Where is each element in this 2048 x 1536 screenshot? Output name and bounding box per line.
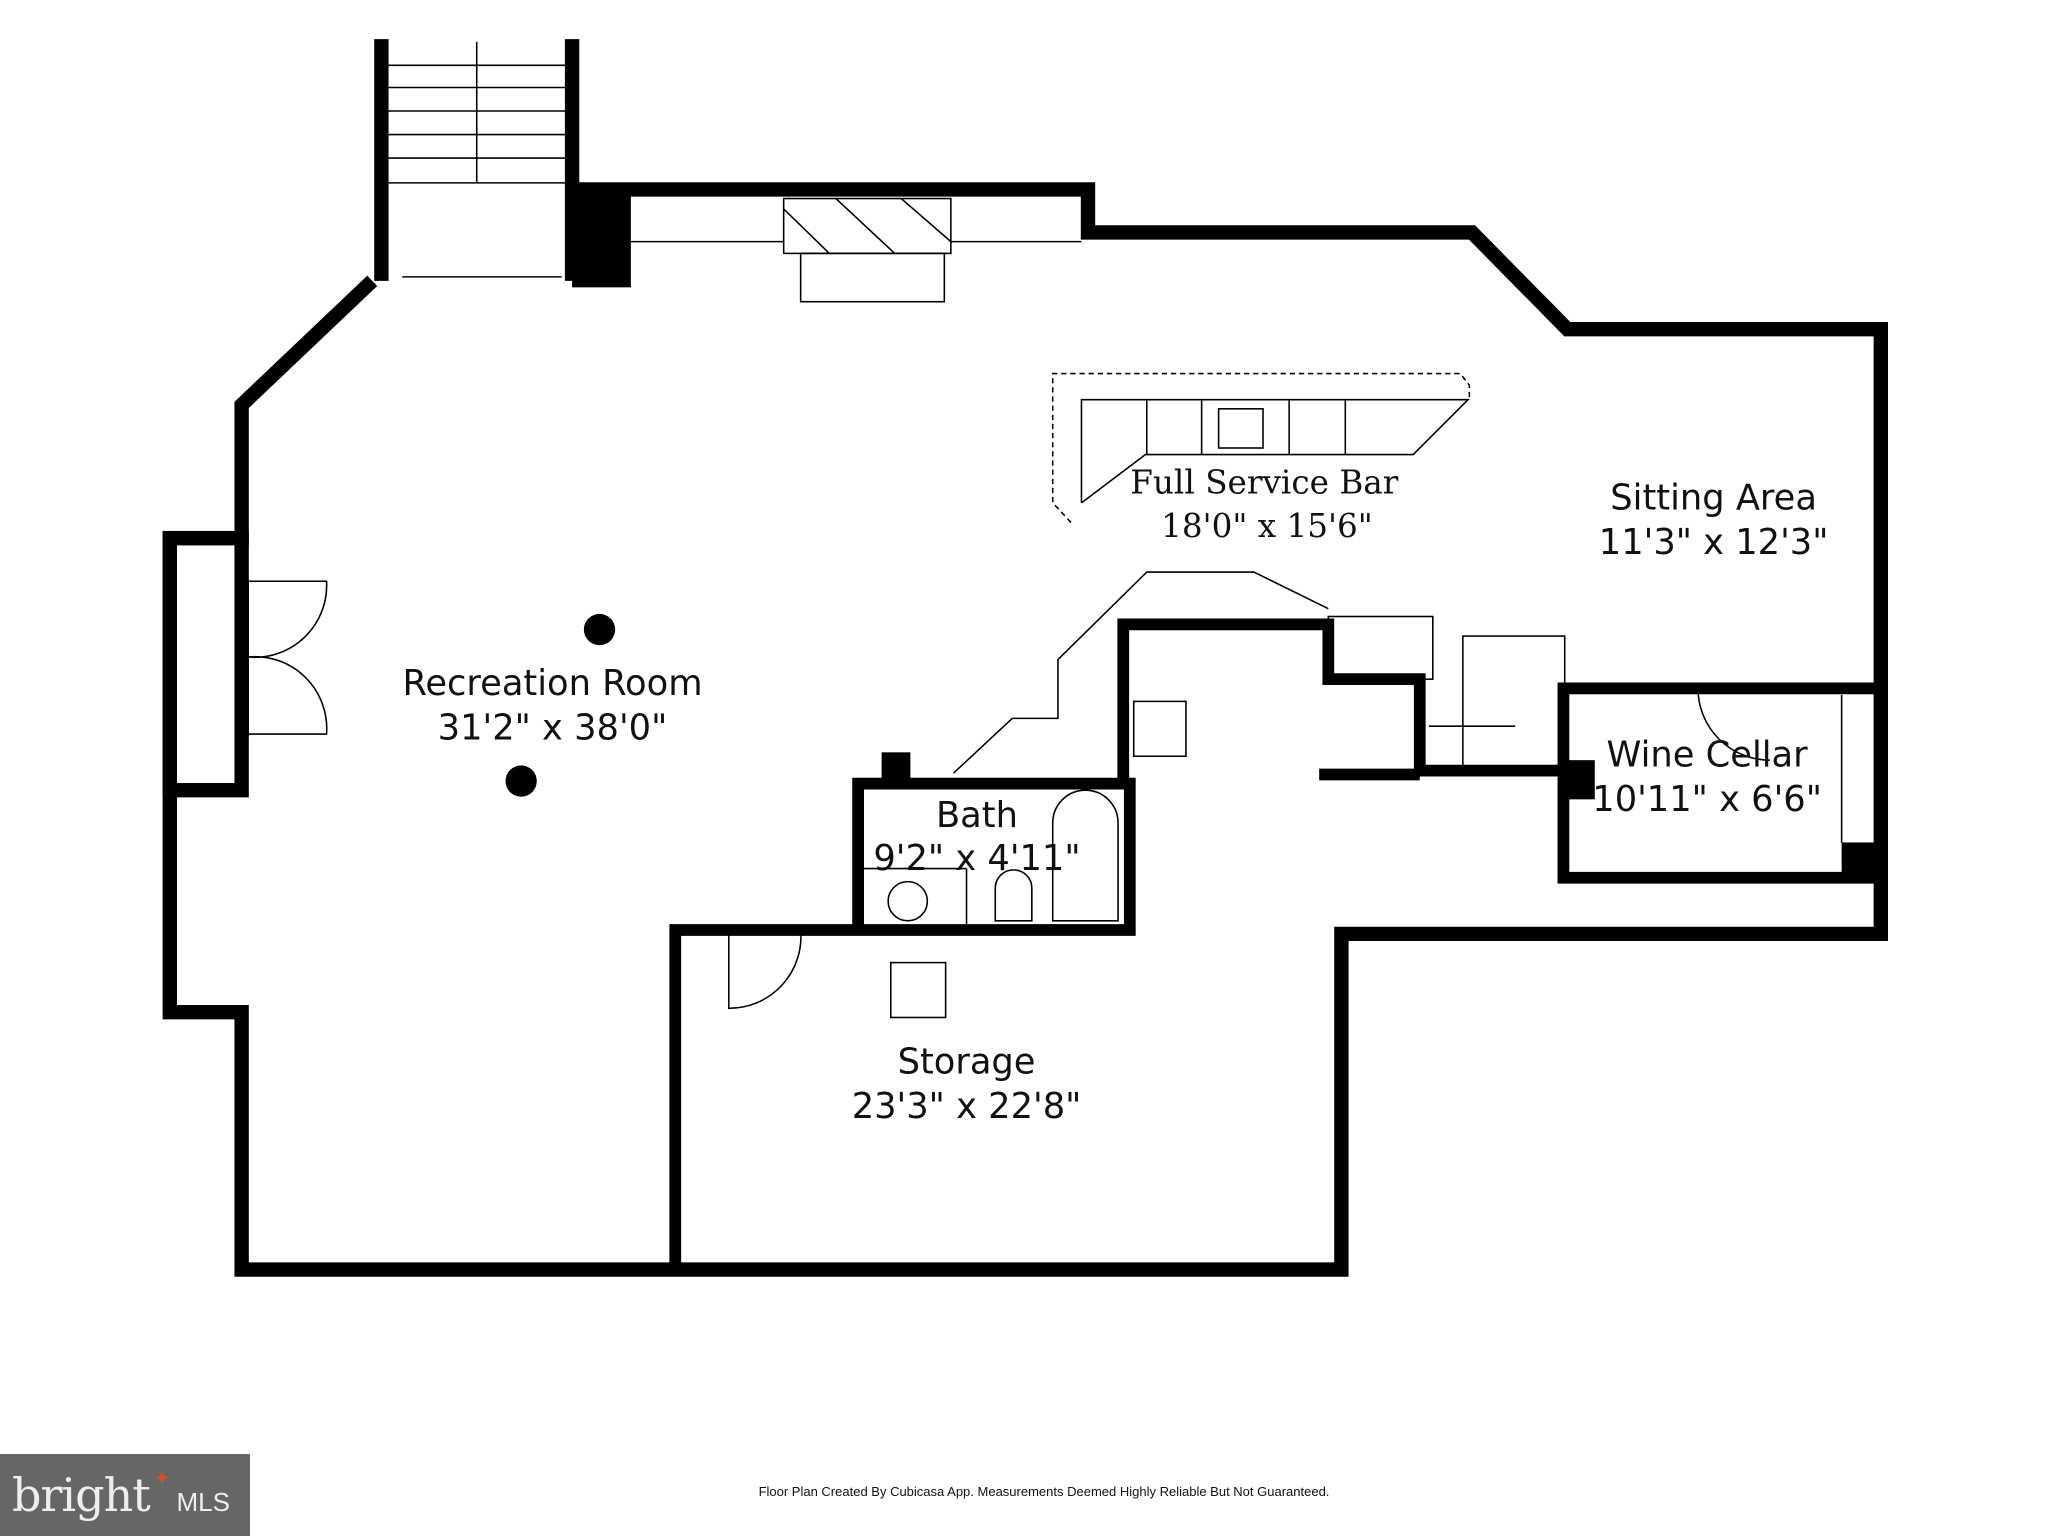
room-dims: 9'2" x 4'11" [873,838,1080,879]
room-name: Full Service Bar [1130,464,1399,502]
wall-block [881,752,911,784]
wall-block [1841,842,1879,880]
interior-walls [669,618,1881,1270]
support-column [583,613,616,646]
support-column [505,765,537,797]
room-dims: 11'3" x 12'3" [1599,522,1829,563]
exterior-walls [162,39,1888,1277]
bright-mls-logo: bright ✦ MLS [0,1454,250,1536]
room-name: Bath [936,795,1018,836]
wall-block [1563,760,1595,800]
room-dims: 10'11" x 6'6" [1592,779,1822,820]
room-dims: 31'2" x 38'0" [438,707,668,748]
logo-suffix: MLS [176,1487,230,1517]
bay-wall [162,530,249,798]
room-name: Storage [898,1042,1036,1083]
room-name: Wine Cellar [1607,735,1809,776]
fixtures [163,41,1887,1019]
room-dims: 23'3" x 22'8" [852,1086,1082,1127]
logo-brand: bright [12,1468,151,1522]
room-name: Recreation Room [402,663,702,704]
room-dims: 18'0" x 15'6" [1161,507,1373,545]
logo-star-icon: ✦ [153,1466,171,1490]
room-name: Sitting Area [1610,477,1817,518]
disclaimer-footer: Floor Plan Created By Cubicasa App. Meas… [758,1484,1330,1499]
chimney-block [572,189,631,288]
